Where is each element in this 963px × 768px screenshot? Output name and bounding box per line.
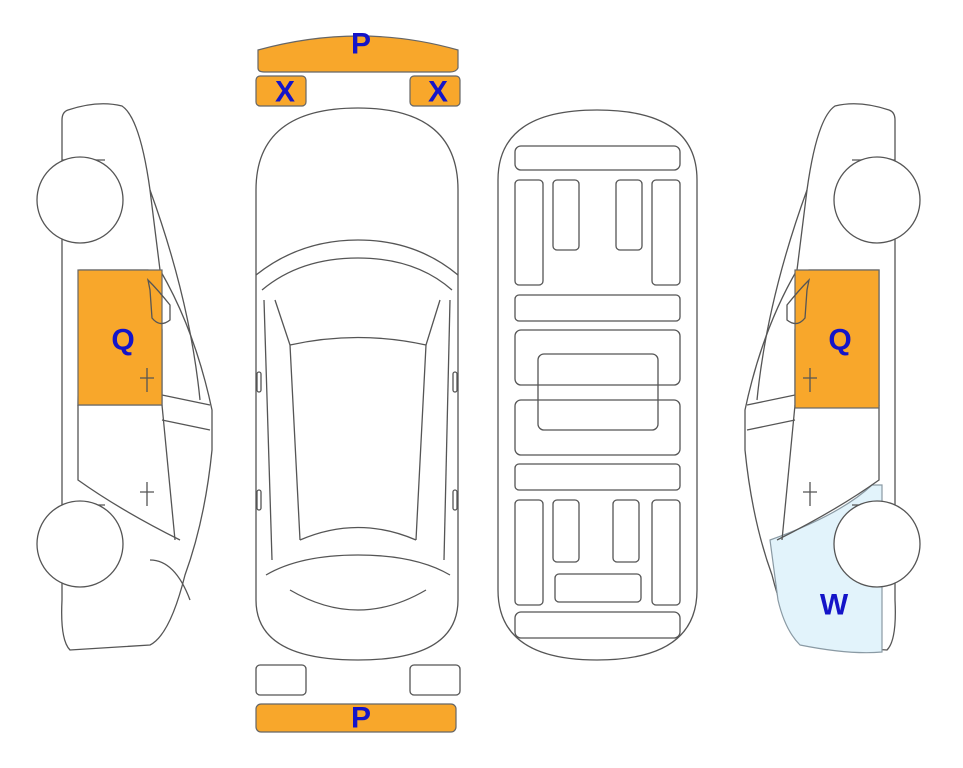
underbody-view [497, 109, 698, 661]
right-front-door-panel [794, 269, 880, 409]
top-view: P X X P [255, 28, 461, 735]
right-headlight-panel [409, 75, 461, 107]
left-front-wheel [36, 156, 124, 244]
left-headlight-panel [255, 75, 307, 107]
left-front-door-label: Q [111, 324, 134, 357]
top-view-body [255, 107, 459, 661]
right-taillight [409, 664, 461, 696]
left-front-door-panel [77, 269, 163, 406]
right-headlight-label: X [428, 76, 448, 109]
right-rear-wheel [833, 500, 921, 588]
front-bumper-label: P [351, 28, 371, 61]
left-taillight [255, 664, 307, 696]
right-side-view: Q W [744, 103, 921, 654]
front-bumper-panel [257, 35, 459, 73]
left-rear-wheel [36, 500, 124, 588]
rear-bumper-label: P [351, 702, 371, 735]
right-front-wheel [833, 156, 921, 244]
rear-bumper-panel [255, 703, 457, 733]
left-headlight-label: X [275, 76, 295, 109]
left-side-view: Q [36, 103, 213, 651]
right-rear-quarter-label: W [820, 589, 849, 622]
right-front-door-label: Q [828, 324, 851, 357]
